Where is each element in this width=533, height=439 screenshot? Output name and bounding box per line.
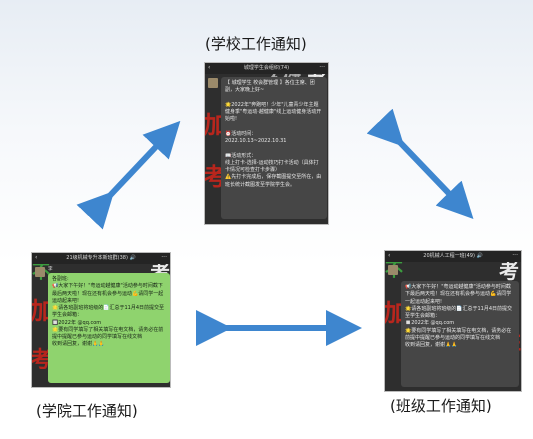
back-icon[interactable]: ‹	[208, 64, 211, 71]
avatar	[208, 78, 218, 88]
screenshot-class: 不 考 加 胜 ‹ 20机械人工程一班(49) 🔊 ··· 📢大家下午好！"粤运…	[384, 250, 522, 392]
caption-school: (学校工作通知)	[205, 35, 307, 53]
more-icon[interactable]: ···	[319, 64, 325, 71]
chat-title-bar: ‹ 城理学生会组织(74) ···	[205, 63, 328, 74]
screenshot-school: 不健 考 加 考 胜 ‹ 城理学生会组织(74) ··· 【 城理学生 校会群管…	[204, 62, 329, 225]
arrow-school-college	[76, 120, 181, 230]
sender-name: 李	[48, 267, 53, 272]
caption-class: (班级工作通知)	[390, 397, 492, 415]
screenshot-college: 不 考 加 考 ‹ 21级机械专升本新班群(38) 🔊 ··· 李 各副班: 📢…	[31, 252, 171, 388]
more-icon[interactable]: ···	[512, 252, 518, 259]
message-bubble: 📢大家下午好！"粤运动越健康"活动参与时间截下最后两天啦！现在还有机会参与运动💪…	[401, 281, 519, 387]
message-bubble: 【 城理学生 校会群管理 】各位主席、团副，大家晚上好~ 🌟2022年"奔跑吧！…	[221, 77, 327, 219]
arrow-school-class	[366, 108, 474, 219]
avatar	[35, 267, 45, 277]
chat-title: 城理学生会组织(74)	[243, 65, 290, 71]
back-icon[interactable]: ‹	[35, 254, 38, 261]
back-icon[interactable]: ‹	[388, 252, 391, 259]
more-icon[interactable]: ···	[161, 254, 167, 261]
chat-title: 20机械人工程一班(49) 🔊	[423, 253, 483, 259]
chat-title-bar: ‹ 21级机械专升本新班群(38) 🔊 ···	[32, 253, 170, 264]
chat-title: 21级机械专升本新班群(38) 🔊	[66, 255, 136, 261]
background-glyph: 考	[31, 347, 53, 373]
chat-title-bar: ‹ 20机械人工程一班(49) 🔊 ···	[385, 251, 521, 262]
message-bubble: 各副班: 📢大家下午好！"粤运动越健康"活动参与时间截下最后两天啦！现在还有机会…	[48, 273, 170, 383]
avatar	[388, 265, 398, 275]
caption-college: (学院工作通知)	[36, 402, 138, 420]
background-glyph: 考	[499, 259, 519, 283]
